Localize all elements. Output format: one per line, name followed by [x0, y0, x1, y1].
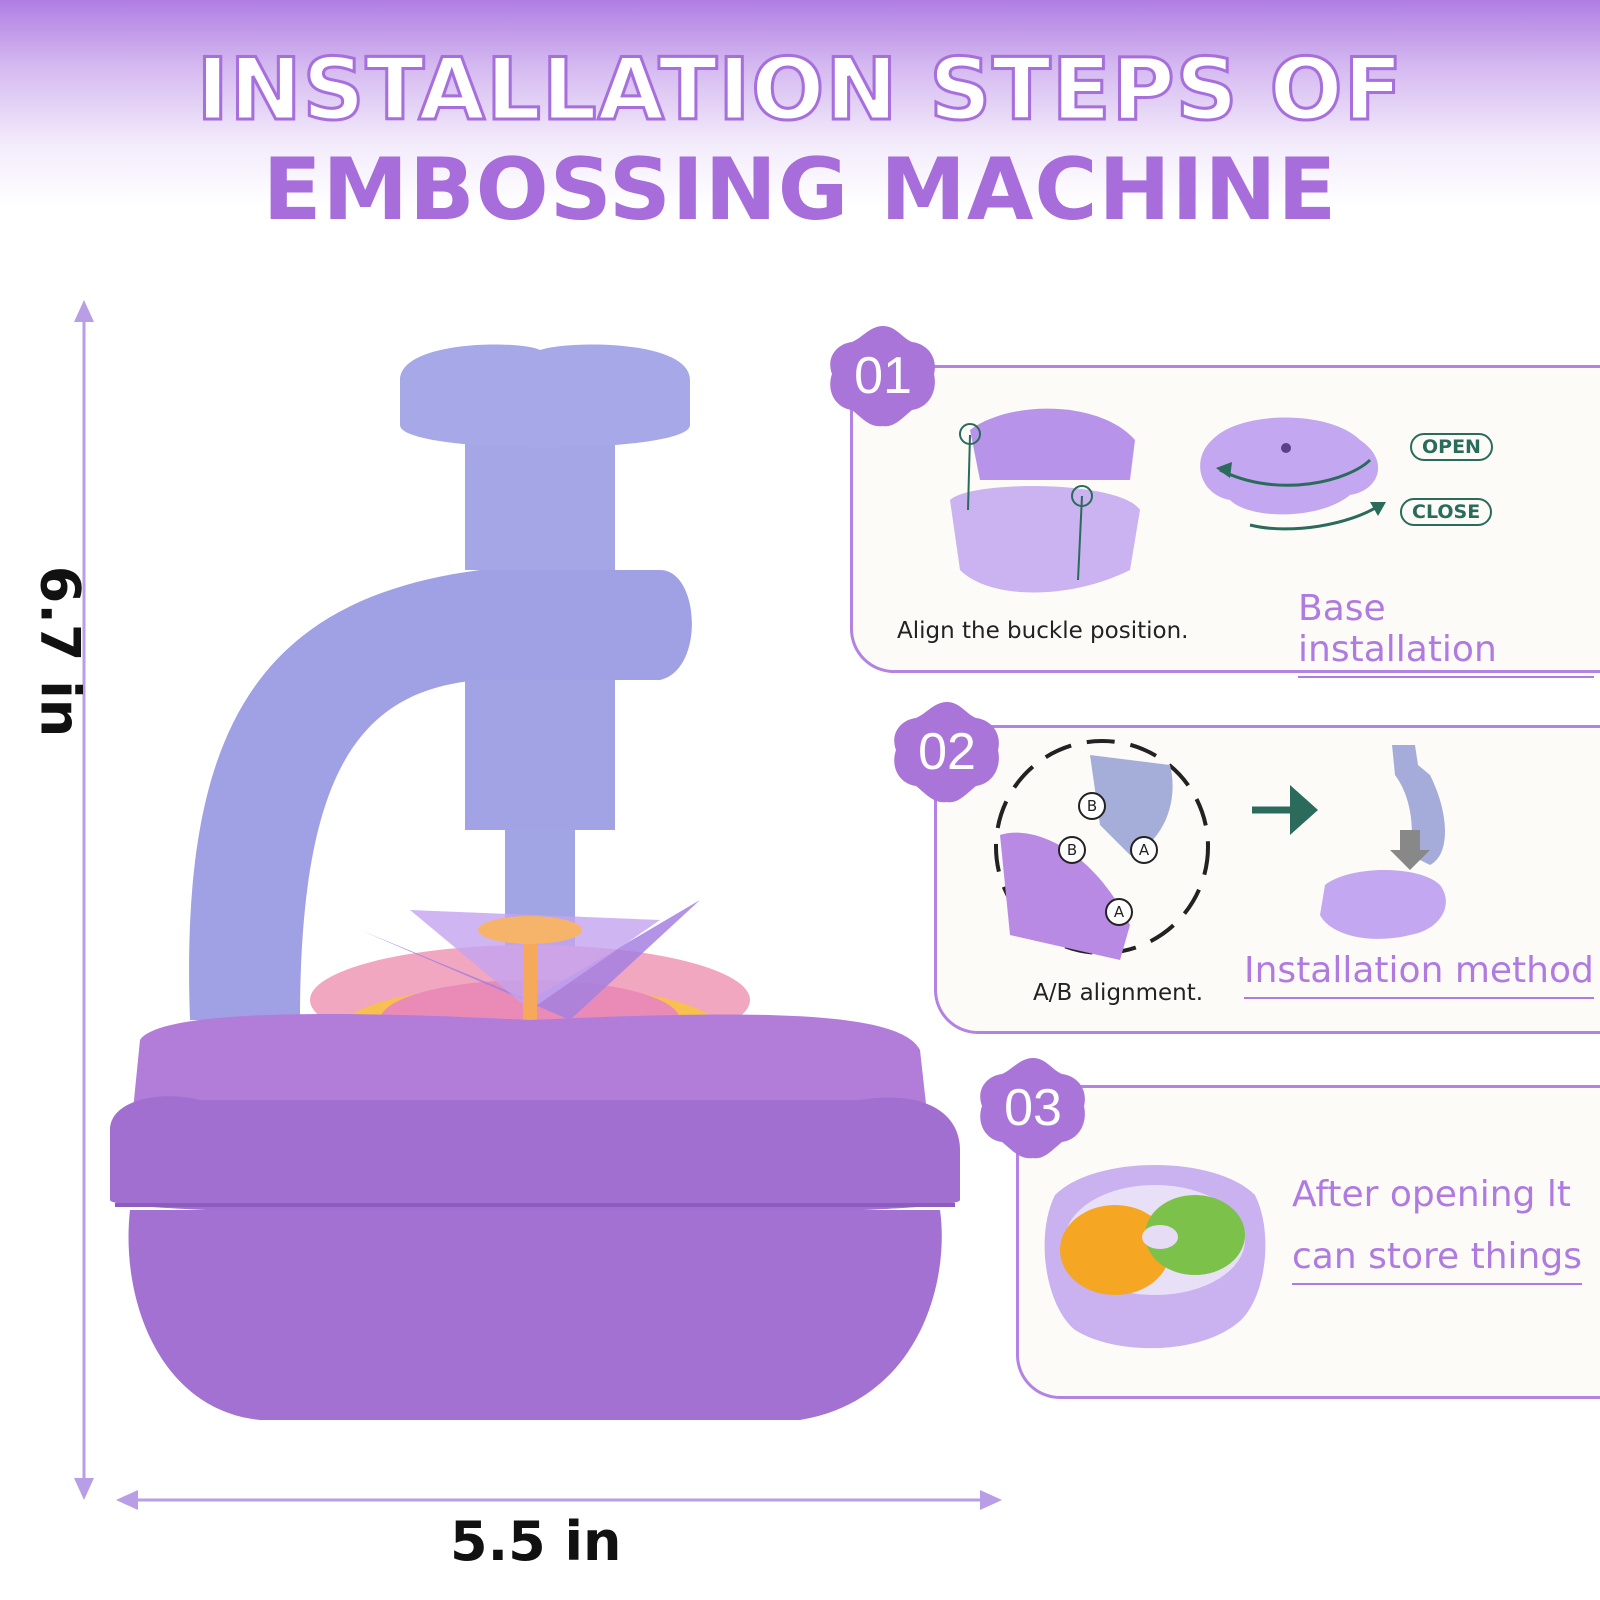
step-02-alignment-illustration — [994, 739, 1446, 960]
close-tag: CLOSE — [1400, 498, 1493, 526]
marker-b-bottom: B — [1058, 836, 1086, 864]
step-01-title: Base installation — [1298, 588, 1594, 678]
open-tag: OPEN — [1410, 433, 1493, 461]
step-01-base-illustration — [950, 408, 1386, 593]
marker-a-bottom: A — [1105, 898, 1133, 926]
step-01-number: 01 — [854, 347, 912, 405]
width-label: 5.5 in — [450, 1510, 622, 1573]
step-02-caption: A/B alignment. — [1033, 980, 1204, 1006]
step-03-number: 03 — [1004, 1079, 1062, 1137]
step-02-badge: 02 — [888, 698, 1006, 806]
marker-b-top: B — [1078, 792, 1106, 820]
height-label: 6.7 in — [28, 565, 92, 738]
header-gradient — [0, 0, 1600, 260]
step-02-number: 02 — [918, 723, 976, 781]
marker-a-top: A — [1130, 836, 1158, 864]
step-03-title-line2: can store things — [1292, 1236, 1582, 1285]
step-01-caption: Align the buckle position. — [897, 618, 1189, 644]
step-02-title: Installation method — [1244, 950, 1594, 999]
step-03-title-line1: After opening lt — [1292, 1174, 1571, 1215]
step-03-badge: 03 — [974, 1054, 1092, 1162]
page-title-line2: EMBOSSING MACHINE — [262, 140, 1338, 240]
step-01-badge: 01 — [824, 322, 942, 430]
embossing-machine-illustration — [110, 344, 960, 1420]
page-title-line1: INSTALLATION STEPS OF — [195, 39, 1404, 142]
step-03-storage-illustration — [1044, 1165, 1266, 1349]
